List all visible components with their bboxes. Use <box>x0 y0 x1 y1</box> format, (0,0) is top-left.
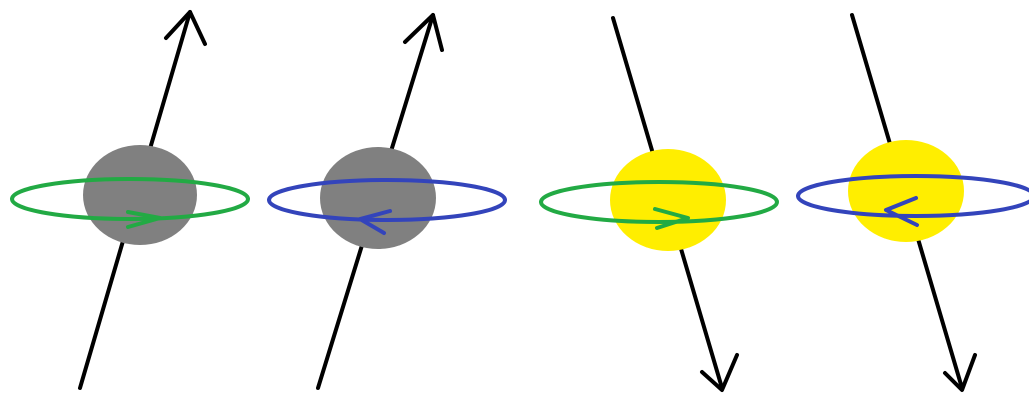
rotation-arrowhead-right <box>653 207 690 230</box>
blue-orbit <box>267 178 507 222</box>
axis-arrowhead-up <box>164 10 207 46</box>
yellow-sphere <box>610 149 726 251</box>
gray-sphere <box>320 147 436 249</box>
green-orbit <box>539 180 779 224</box>
rotation-arrowhead-left <box>358 209 392 235</box>
axis-arrowhead-down <box>943 353 977 392</box>
figure-yellow-green-down <box>539 16 779 392</box>
figure-gray-blue-up <box>267 13 507 390</box>
green-orbit <box>10 177 250 221</box>
yellow-sphere <box>848 140 964 242</box>
rotation-arrowhead-left <box>884 196 919 227</box>
figure-yellow-blue-down <box>796 13 1029 392</box>
rotation-arrowhead-right <box>126 210 162 229</box>
gray-sphere <box>83 145 197 245</box>
blue-orbit <box>796 174 1029 218</box>
figure-gray-green-up <box>10 10 250 390</box>
axis-arrowhead-down <box>700 353 739 392</box>
axis-arrowhead-up <box>403 13 444 52</box>
